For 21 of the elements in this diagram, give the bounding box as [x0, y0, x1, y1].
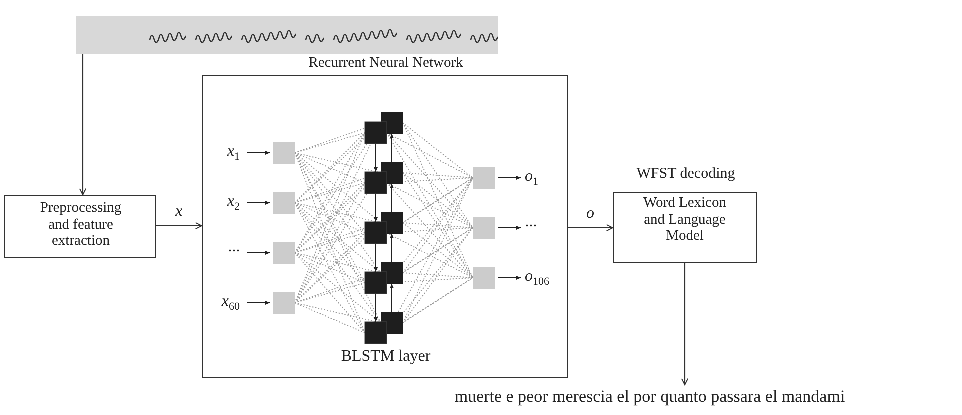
box-text: Word Lexicon and Language Model: [642, 195, 728, 246]
input-label: x$_{1}$: [226, 142, 240, 166]
output-label: o$_{106}$: [525, 267, 550, 290]
arrow: [681, 263, 689, 386]
arrow: [156, 222, 202, 230]
input-label: x$_{60}$: [220, 292, 240, 316]
handwriting-image: [76, 16, 498, 54]
layer-label: BLSTM layer: [340, 348, 432, 366]
network-title: Recurrent Neural Network: [308, 55, 464, 72]
box-text: Preprocessing and feature extraction: [39, 200, 123, 250]
input-label: x$_{2}$: [226, 192, 240, 216]
arrow: [79, 54, 87, 196]
edge-label: o: [586, 204, 596, 224]
edge-label: x: [174, 202, 184, 222]
stage-title: WFST decoding: [636, 166, 736, 184]
process-box: [4, 195, 156, 258]
output-text: muerte e peor merescia el por quanto passara el mandami: [454, 387, 846, 407]
output-label: ···: [525, 217, 537, 237]
output-label: o$_{1}$: [525, 167, 538, 190]
input-label: ···: [227, 242, 240, 262]
arrow: [568, 224, 614, 232]
